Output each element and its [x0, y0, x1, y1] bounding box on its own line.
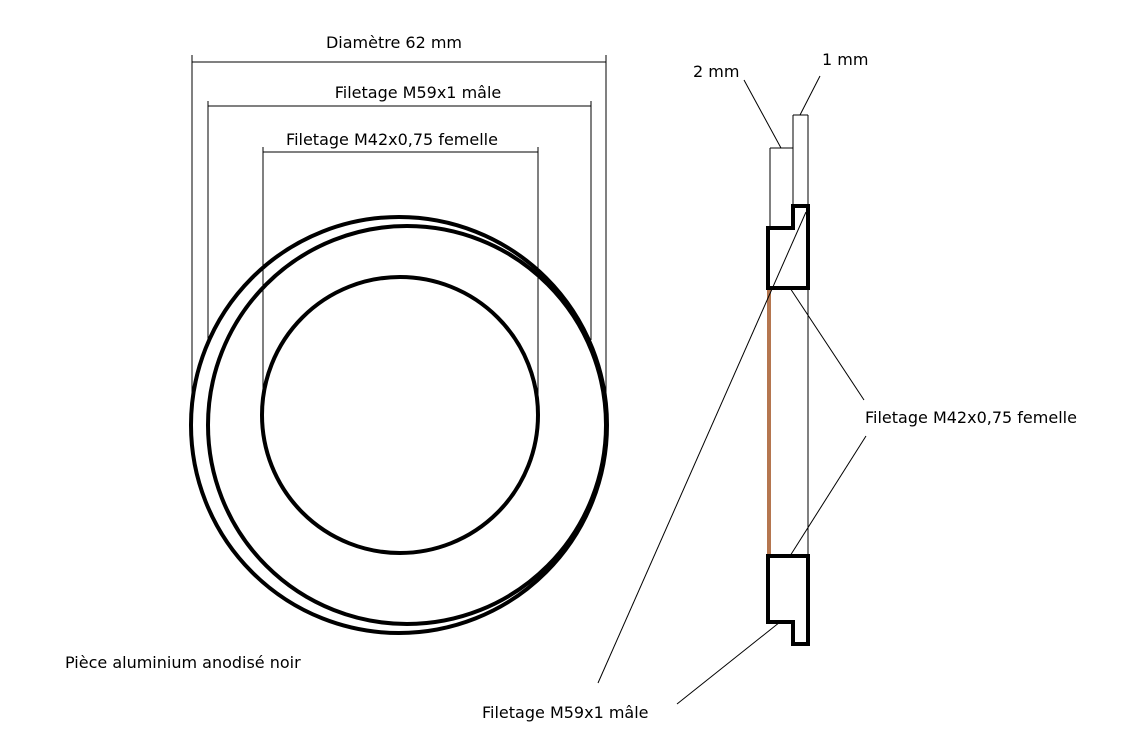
male-thread-circle [206, 224, 608, 626]
front-view: Diamètre 62 mm Filetage M59x1 mâle Filet… [189, 33, 609, 635]
dim-1mm-label: 1 mm [822, 50, 868, 69]
section-bottom-profile [766, 554, 810, 646]
material-note: Pièce aluminium anodisé noir [65, 653, 301, 672]
callout-male-label: Filetage M59x1 mâle [482, 703, 649, 722]
section-top-profile [766, 204, 810, 290]
dimension-female-thread: Filetage M42x0,75 femelle [262, 130, 539, 400]
section-view: 2 mm 1 mm Filetage M42x0,75 femelle File… [482, 50, 1077, 722]
dim-2mm-label: 2 mm [693, 62, 739, 81]
dimension-outer-diameter: Diamètre 62 mm [191, 33, 607, 420]
callout-female-label: Filetage M42x0,75 femelle [865, 408, 1077, 427]
female-thread-circle [260, 275, 540, 555]
dim-female-label: Filetage M42x0,75 femelle [286, 130, 498, 149]
dim-male-label: Filetage M59x1 mâle [335, 83, 502, 102]
dimension-male-thread: Filetage M59x1 mâle [207, 83, 592, 340]
dim-outer-label: Diamètre 62 mm [326, 33, 462, 52]
